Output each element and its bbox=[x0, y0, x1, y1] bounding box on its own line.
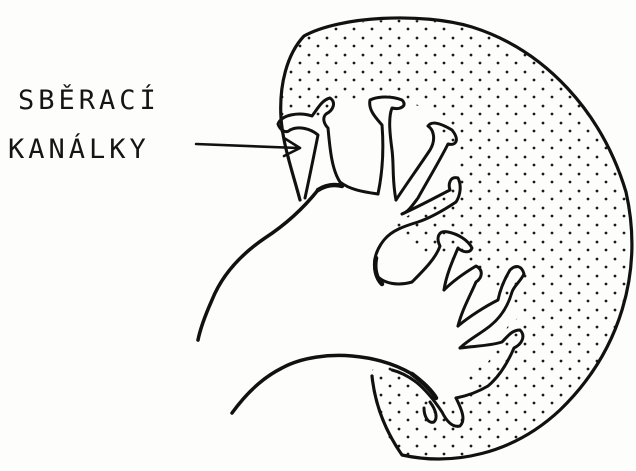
ureter-upper-edge bbox=[198, 190, 318, 340]
label-line-2: KANÁLKY bbox=[8, 133, 150, 165]
cortex-dots bbox=[270, 10, 636, 466]
label-line-1: SBĚRACÍ bbox=[18, 84, 160, 116]
